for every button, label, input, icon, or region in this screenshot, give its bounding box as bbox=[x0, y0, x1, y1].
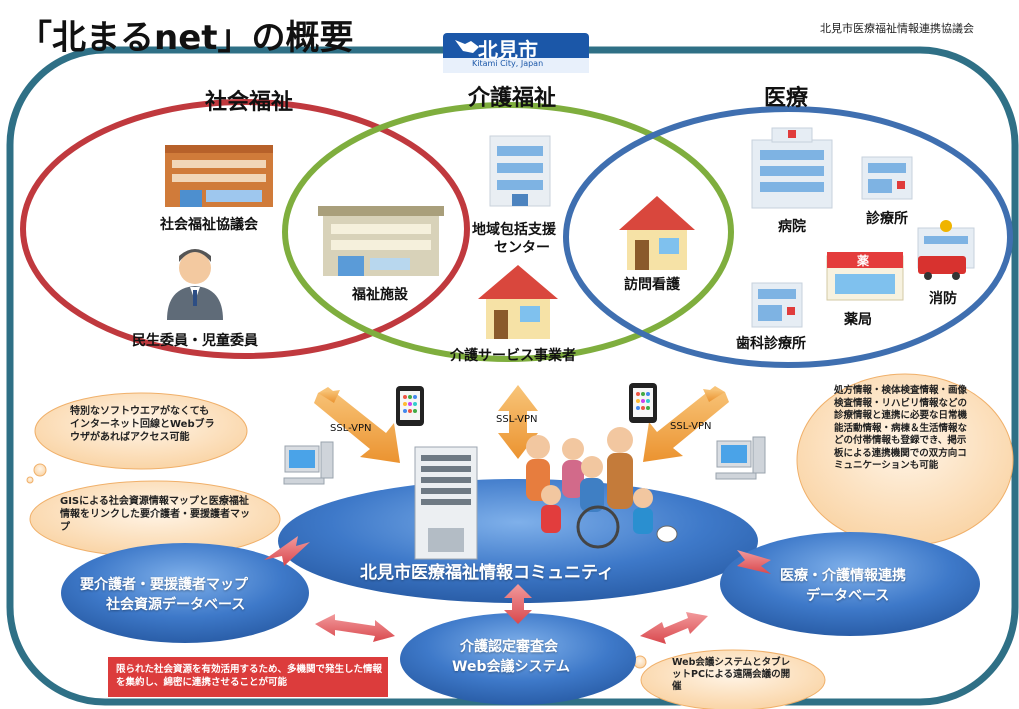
note-cloud-software bbox=[26, 392, 248, 484]
organization-name: 北見市医療福祉情報連携協議会 bbox=[820, 22, 974, 35]
red-arrow-left-link bbox=[315, 614, 395, 642]
red-arrow-map-link bbox=[264, 536, 310, 566]
ssl-vpn-right-label: SSL-VPN bbox=[670, 421, 712, 432]
note-medical-info-text: 処方情報・検体検査情報・画像検査情報・リハビリ情報などの診療情報と連携に必要な日… bbox=[834, 385, 968, 471]
map-database-ellipse bbox=[61, 543, 309, 643]
pharmacy-sign: 薬 bbox=[857, 254, 870, 268]
label-community-center-line1: 地域包括支援 bbox=[472, 222, 556, 238]
label-home-nursing: 訪問看護 bbox=[624, 277, 680, 293]
web-conference-ellipse bbox=[400, 613, 636, 705]
label-pharmacy: 薬局 bbox=[844, 312, 872, 328]
social-council-building-icon bbox=[165, 145, 273, 207]
label-social-council: 社会福祉協議会 bbox=[160, 217, 258, 233]
label-community-center-line2: センター bbox=[494, 240, 550, 256]
welfare-facility-building-icon bbox=[318, 206, 444, 276]
note-resources-text: 限られた社会資源を有効活用するため、多機関で発生した情報を集約し、綿密に連携させ… bbox=[116, 664, 383, 688]
community-platform-label: 北見市医療福祉情報コミュニティ bbox=[360, 563, 614, 583]
welfare-commissioner-person-icon bbox=[167, 249, 223, 320]
people-group-icon bbox=[526, 427, 678, 549]
medical-database-ellipse bbox=[720, 532, 980, 636]
web-conference-label-line1: 介護認定審査会 bbox=[460, 639, 558, 655]
ssl-vpn-center-label: SSL-VPN bbox=[496, 414, 538, 425]
section-heading-medical: 医療 bbox=[764, 86, 809, 111]
label-clinic: 診療所 bbox=[866, 211, 908, 227]
label-care-service: 介護サービス事業者 bbox=[450, 348, 576, 364]
tablet-right-icon bbox=[629, 383, 657, 423]
label-welfare-commissioner: 民生委員・児童委員 bbox=[132, 333, 258, 349]
page-title: 「北まるnet」の概要 bbox=[18, 18, 354, 58]
fire-department-icon bbox=[917, 220, 975, 280]
web-conference-label-line2: Web会議システム bbox=[452, 659, 571, 675]
resource-note-box bbox=[108, 657, 388, 697]
label-welfare-facility: 福祉施設 bbox=[352, 287, 408, 303]
clinic-building-icon bbox=[861, 156, 913, 200]
note-web-meeting-text: Web会議システムとタブレットPCによる遠隔会議の開催 bbox=[672, 657, 791, 692]
desktop-computer-left-icon bbox=[283, 441, 334, 485]
desktop-computer-right-icon bbox=[715, 436, 766, 480]
kitami-city-logo bbox=[443, 33, 589, 73]
red-arrow-vertical-link bbox=[504, 584, 532, 624]
tablet-left-icon bbox=[396, 386, 424, 426]
red-arrow-medical-link bbox=[737, 550, 771, 574]
medical-database-label-line2: データベース bbox=[806, 588, 890, 604]
community-center-building-icon bbox=[489, 135, 551, 207]
note-software-text: 特別なソフトウエアがなくてもインターネット回線とWebブラウザがあればアクセス可… bbox=[70, 406, 215, 443]
map-database-label-line2: 社会資源データベース bbox=[106, 597, 246, 613]
red-arrow-right-link bbox=[640, 612, 708, 644]
section-heading-social: 社会福祉 bbox=[205, 90, 294, 115]
logo-text: 北見市 bbox=[478, 38, 538, 62]
map-database-label-line1: 要介護者・要援護者マップ bbox=[80, 577, 248, 593]
label-hospital: 病院 bbox=[778, 219, 806, 235]
section-heading-care: 介護福祉 bbox=[468, 86, 557, 111]
label-dental-clinic: 歯科診療所 bbox=[736, 336, 806, 352]
ssl-vpn-right-arrow bbox=[643, 386, 729, 462]
label-fire-department: 消防 bbox=[929, 291, 957, 307]
social-welfare-circle bbox=[20, 99, 470, 359]
care-service-house-icon bbox=[478, 265, 558, 339]
ssl-vpn-left-arrow bbox=[314, 387, 400, 463]
medical-database-label-line1: 医療・介護情報連携 bbox=[780, 568, 906, 584]
hospital-building-icon bbox=[751, 127, 833, 209]
pharmacy-building-icon bbox=[826, 252, 904, 301]
server-icon bbox=[414, 446, 478, 560]
care-welfare-circle bbox=[282, 102, 734, 362]
home-nursing-house-icon bbox=[619, 196, 695, 270]
logo-subtext: Kitami City, Japan bbox=[472, 59, 544, 68]
medical-circle bbox=[563, 106, 1013, 368]
note-cloud-web-meeting bbox=[624, 649, 826, 709]
note-gis-text: GISによる社会資源情報マップと医療福祉情報をリンクした要介護者・要援護者マップ bbox=[60, 496, 250, 533]
dental-clinic-building-icon bbox=[751, 282, 803, 328]
ssl-vpn-left-label: SSL-VPN bbox=[330, 423, 372, 434]
